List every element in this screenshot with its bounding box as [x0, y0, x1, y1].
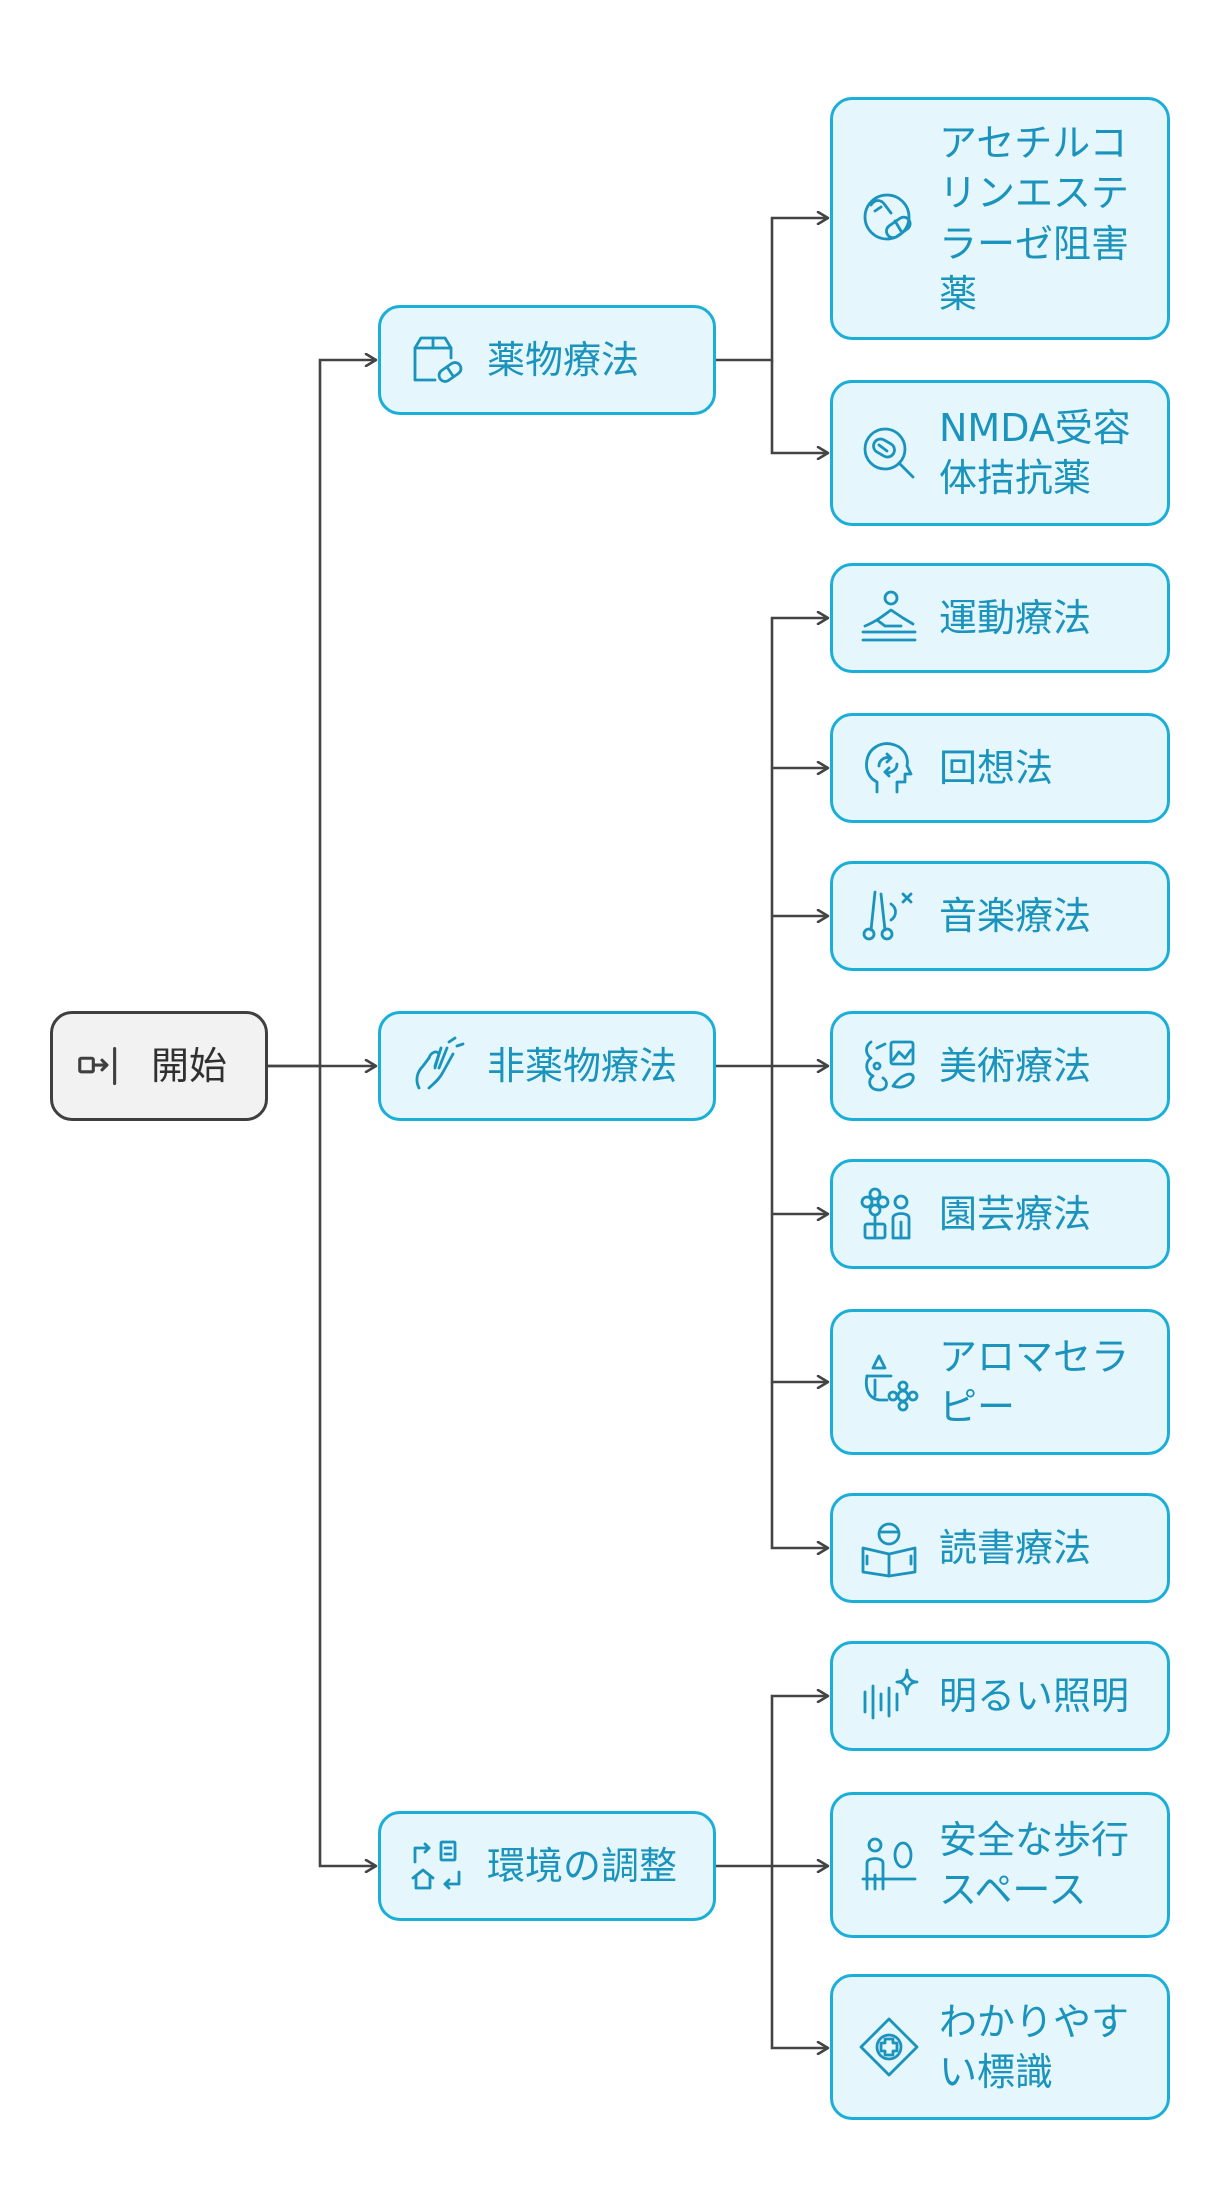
- leaf-label: 美術療法: [939, 1043, 1092, 1088]
- leaf-clear-signage[interactable]: わかりやす い標識: [830, 1974, 1170, 2120]
- start-node[interactable]: 開始: [50, 1011, 268, 1121]
- login-arrow-icon: [71, 1034, 135, 1098]
- connector-start-env: [318, 1066, 376, 1866]
- start-node-label: 開始: [151, 1043, 228, 1088]
- leaf-bibliotherapy[interactable]: 読書療法: [830, 1493, 1170, 1603]
- non-drug-therapy-label: 非薬物療法: [487, 1043, 678, 1088]
- environment-adjustment-label: 環境の調整: [487, 1843, 678, 1888]
- connector-env-child-3: [770, 1866, 828, 2048]
- leaf-label: 音楽療法: [939, 893, 1092, 938]
- connector-nondrug-child-6: [770, 1066, 828, 1382]
- environment-adjustment-node[interactable]: 環境の調整: [378, 1811, 716, 1921]
- leaf-exercise-therapy[interactable]: 運動療法: [830, 563, 1170, 673]
- connector-drug-child-2: [770, 360, 828, 453]
- connector-nondrug-child-1: [716, 618, 828, 1068]
- art-palette-icon: [857, 1034, 921, 1098]
- exercise-icon: [857, 586, 921, 650]
- aroma-icon: [857, 1350, 921, 1414]
- head-thought-icon: [857, 736, 921, 800]
- non-drug-therapy-node[interactable]: 非薬物療法: [378, 1011, 716, 1121]
- leaf-art-therapy[interactable]: 美術療法: [830, 1011, 1170, 1121]
- leaf-horticultural-therapy[interactable]: 園芸療法: [830, 1159, 1170, 1269]
- leaf-bright-lighting[interactable]: 明るい照明: [830, 1641, 1170, 1751]
- leaf-safe-walking-space[interactable]: 安全な歩行 スペース: [830, 1792, 1170, 1938]
- leaf-label: 明るい照明: [939, 1673, 1130, 1718]
- connector-start-drug: [268, 360, 376, 1068]
- reading-icon: [857, 1516, 921, 1580]
- sign-cross-icon: [857, 2015, 921, 2079]
- pill-icon: [857, 187, 921, 251]
- leaf-label: 回想法: [939, 745, 1054, 790]
- leaf-acetylcholinesterase-inhibitor[interactable]: アセチルコ リンエステ ラーゼ阻害 薬: [830, 97, 1170, 340]
- leaf-label: 安全な歩行 スペース: [939, 1817, 1130, 1912]
- leaf-aromatherapy[interactable]: アロマセラ ピー: [830, 1309, 1170, 1455]
- leaf-label: わかりやす い標識: [939, 1999, 1130, 2094]
- connector-nondrug-child-7: [770, 1382, 828, 1548]
- leaf-nmda-antagonist[interactable]: NMDA受容 体拮抗薬: [830, 380, 1170, 526]
- leaf-label: 運動療法: [939, 595, 1092, 640]
- walking-person-icon: [857, 1833, 921, 1897]
- connector-drug-child-1: [716, 218, 828, 362]
- sparkle-light-icon: [857, 1664, 921, 1728]
- pill-search-icon: [857, 421, 921, 485]
- connector-env-child-1: [716, 1696, 828, 1868]
- hand-touch-icon: [405, 1034, 469, 1098]
- leaf-label: 読書療法: [939, 1525, 1092, 1570]
- music-therapy-icon: [857, 884, 921, 948]
- leaf-reminiscence-therapy[interactable]: 回想法: [830, 713, 1170, 823]
- leaf-label: アロマセラ ピー: [939, 1334, 1130, 1429]
- leaf-label: NMDA受容 体拮抗薬: [939, 405, 1131, 500]
- leaf-label: アセチルコ リンエステ ラーゼ阻害 薬: [939, 121, 1130, 316]
- leaf-label: 園芸療法: [939, 1191, 1092, 1236]
- leaf-music-therapy[interactable]: 音楽療法: [830, 861, 1170, 971]
- drug-therapy-node[interactable]: 薬物療法: [378, 305, 716, 415]
- gardening-icon: [857, 1182, 921, 1246]
- drug-therapy-label: 薬物療法: [487, 337, 640, 382]
- medicine-box-icon: [405, 328, 469, 392]
- home-arrows-icon: [405, 1834, 469, 1898]
